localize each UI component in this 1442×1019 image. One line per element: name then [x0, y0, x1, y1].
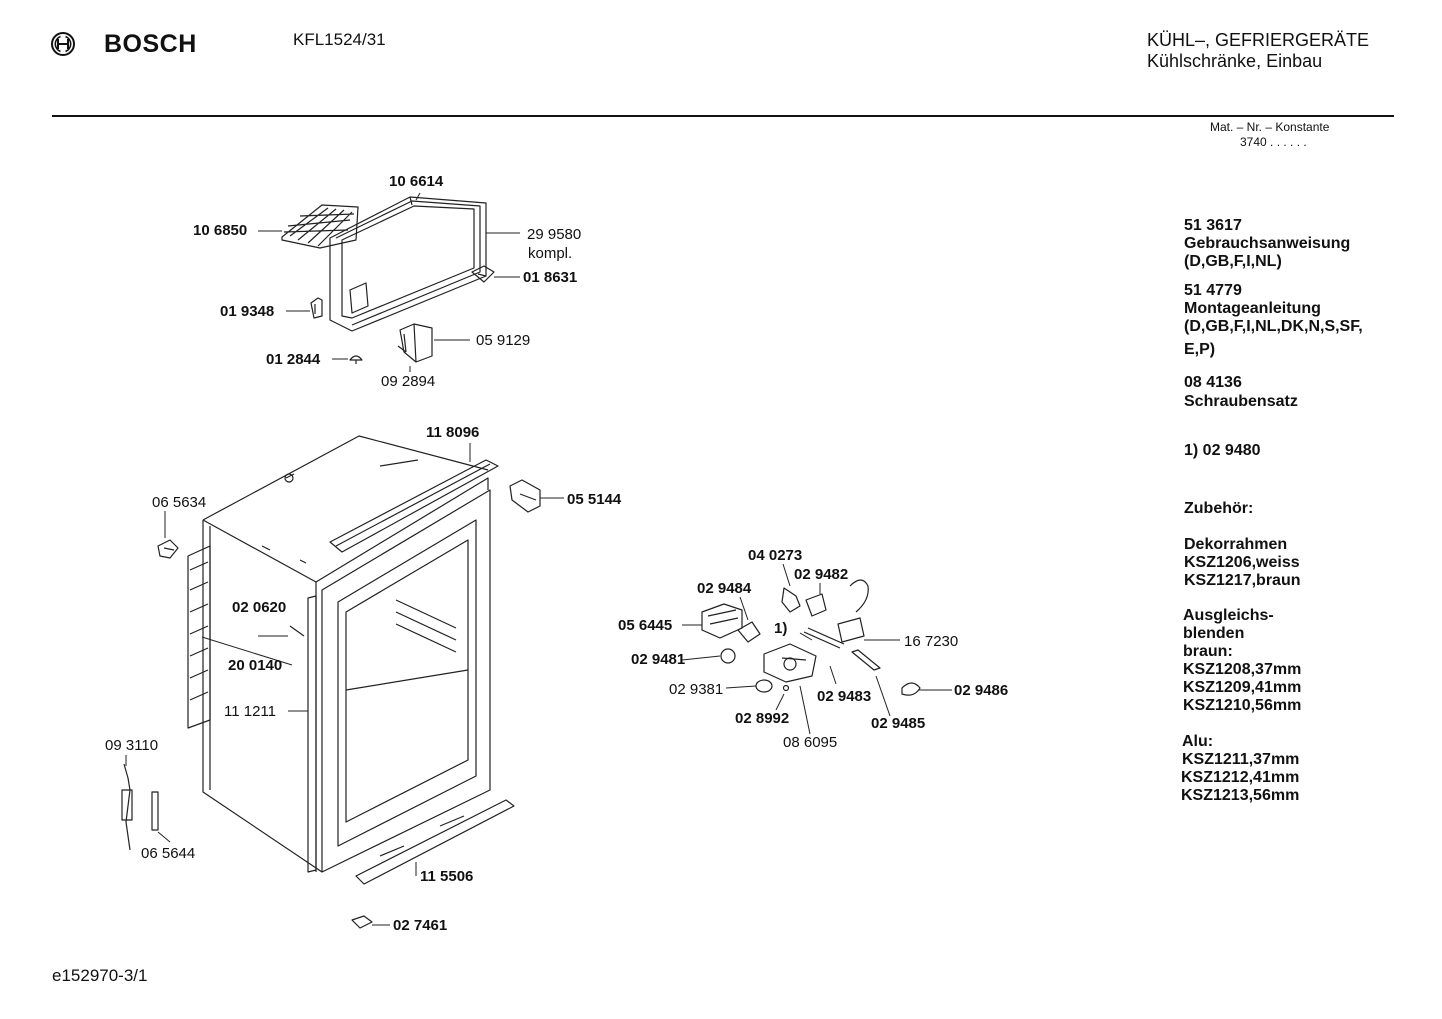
part-label: 02 9484: [697, 580, 752, 597]
category-line-1: KÜHL–, GEFRIERGERÄTE: [1147, 30, 1370, 50]
cabinet-body-icon: [203, 436, 490, 872]
thermostat-assembly-icon: [702, 580, 920, 695]
accessory-line: Dekorrahmen: [1184, 536, 1288, 553]
part-label: 11 5506: [420, 868, 474, 885]
part-label: 08 6095: [783, 734, 838, 751]
brand-name: BOSCH: [104, 30, 197, 58]
bosch-armature-icon: [51, 32, 75, 56]
doc-languages-cont: E,P): [1184, 341, 1216, 358]
accessory-line: KSZ1210,56mm: [1183, 697, 1302, 714]
pin-icon: [290, 626, 304, 636]
condenser-icon: [188, 546, 210, 728]
cap-icon: [350, 356, 362, 364]
hinge-icon: [472, 266, 494, 282]
part-label: 29 9580: [527, 226, 582, 243]
freezer-door-icon: [330, 197, 486, 331]
door-hinge-icon: [510, 480, 540, 512]
accessory-line: Ausgleichs-: [1183, 607, 1274, 624]
side-bracket-icon: [158, 540, 178, 558]
clip-icon: [311, 298, 322, 318]
doc-languages: (D,GB,F,I,NL,DK,N,S,SF,: [1184, 318, 1363, 335]
leader-lines: [126, 193, 952, 925]
part-label: 10 6614: [389, 173, 444, 190]
part-label: 02 9486: [954, 682, 1009, 699]
model-number: KFL1524/31: [293, 30, 386, 49]
part-label: 02 0620: [232, 599, 287, 616]
accessory-line: Alu:: [1182, 733, 1214, 750]
part-label: 11 8096: [426, 424, 480, 441]
part-label: 11 1211: [224, 703, 276, 720]
part-label: 05 5144: [567, 491, 622, 508]
part-label: 16 7230: [904, 633, 959, 650]
category-line-2: Kühlschränke, Einbau: [1147, 51, 1323, 71]
part-label: 04 0273: [748, 547, 803, 564]
accessory-line: KSZ1209,41mm: [1183, 679, 1302, 696]
part-label: 02 9482: [794, 566, 849, 583]
part-label: 01 9348: [220, 303, 275, 320]
accessory-line: blenden: [1183, 625, 1245, 642]
accessory-line: KSZ1206,weiss: [1184, 554, 1300, 571]
part-label: 06 5634: [152, 494, 207, 511]
doc-languages: (D,GB,F,I,NL): [1184, 253, 1282, 270]
accessory-line: KSZ1212,41mm: [1181, 769, 1300, 786]
footnote-part: 1) 02 9480: [1184, 442, 1261, 459]
mat-nr-label: Mat. – Nr. – Konstante: [1210, 120, 1330, 134]
accessory-line: KSZ1211,37mm: [1182, 751, 1300, 768]
part-label: 02 7461: [393, 917, 448, 934]
accessory-line: KSZ1213,56mm: [1181, 787, 1300, 804]
top-rail-icon: [330, 460, 498, 552]
part-label: 05 6445: [618, 617, 673, 634]
doc-title: Montageanleitung: [1184, 300, 1321, 317]
ice-tray-icon: [282, 205, 358, 248]
part-label: kompl.: [528, 245, 573, 262]
doc-number: 51 4779: [1184, 282, 1242, 299]
bosch-logo: [50, 31, 76, 62]
accessory-line: KSZ1208,37mm: [1183, 661, 1302, 678]
part-label: 09 2894: [381, 373, 436, 390]
accessory-line: KSZ1217,braun: [1184, 572, 1301, 589]
part-label: 20 0140: [228, 657, 283, 674]
mat-nr-value: 3740 . . . . . .: [1240, 135, 1307, 149]
part-label: 02 9485: [871, 715, 926, 732]
doc-number: 08 4136: [1184, 374, 1242, 391]
bracket-icon: [398, 324, 432, 362]
sensor-icon: [122, 764, 132, 850]
note-marker: 1): [774, 620, 788, 637]
bottom-rail-icon: [356, 800, 514, 884]
part-label: 10 6850: [193, 222, 248, 239]
doc-title: Gebrauchsanweisung: [1184, 235, 1351, 252]
part-label: 02 9481: [631, 651, 686, 668]
drawing-code: e152970-3/1: [52, 966, 148, 985]
part-label: 06 5644: [141, 845, 196, 862]
pin-644-icon: [152, 792, 158, 830]
part-label: 01 2844: [266, 351, 321, 368]
header-rule: [52, 115, 1394, 117]
doc-number: 51 3617: [1184, 217, 1242, 234]
doc-title: Schraubensatz: [1184, 393, 1298, 410]
small-part-icon: [352, 916, 372, 928]
accessories-heading: Zubehör:: [1184, 500, 1254, 517]
accessory-line: braun:: [1183, 643, 1233, 660]
part-label: 01 8631: [523, 269, 578, 286]
part-label: 02 9483: [817, 688, 872, 705]
part-label: 02 8992: [735, 710, 790, 727]
part-label: 09 3110: [105, 737, 159, 754]
seal-strip-icon: [308, 596, 316, 872]
part-label: 05 9129: [476, 332, 531, 349]
part-label: 02 9381: [669, 681, 724, 698]
